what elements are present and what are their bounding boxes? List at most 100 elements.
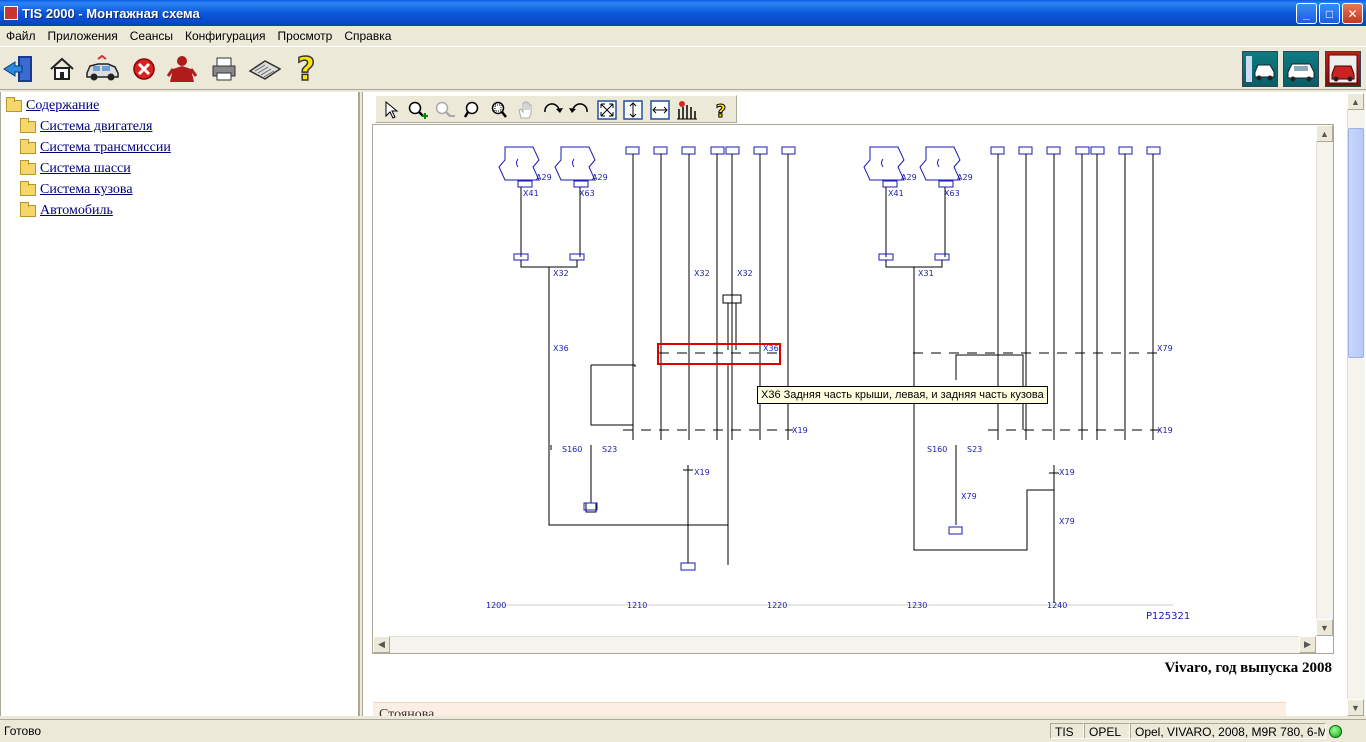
fit-to-window-icon[interactable] — [596, 99, 618, 121]
open-folder-icon — [6, 97, 22, 112]
user-icon[interactable] — [166, 53, 198, 85]
diagram-label: X79 — [1157, 344, 1173, 353]
folder-icon — [20, 202, 36, 217]
next-section-text: Стоянова — [379, 707, 435, 716]
status-bar: Готово TIS OPEL Opel, VIVARO, 2008, M9R … — [0, 719, 1366, 742]
folder-icon — [20, 139, 36, 154]
diagram-label: X63 — [944, 189, 960, 198]
diagram-label: X19 — [1059, 468, 1075, 477]
pointer-icon[interactable] — [380, 99, 402, 121]
zoom-icon[interactable] — [462, 99, 484, 121]
diagram-label: X79 — [961, 492, 977, 501]
svg-text:?: ? — [716, 101, 726, 120]
pane-scroll-down-button[interactable]: ▼ — [1347, 699, 1364, 716]
minimize-button[interactable]: _ — [1296, 3, 1317, 24]
pane-scroll-up-button[interactable]: ▲ — [1347, 93, 1364, 110]
close-button[interactable]: ✕ — [1342, 3, 1363, 24]
rotate-left-icon[interactable] — [568, 99, 590, 121]
zoom-out-disabled-icon[interactable] — [434, 99, 456, 121]
connection-status-icon — [1329, 725, 1342, 738]
diagram-scroll-right-button[interactable]: ▶ — [1299, 636, 1316, 653]
menu-sessions[interactable]: Сеансы — [129, 28, 173, 43]
ruler-mark: 1230 — [907, 601, 927, 610]
diagram-label: X36 — [763, 344, 779, 353]
next-section-bar: Стоянова — [373, 702, 1286, 716]
diagram-scroll-left-button[interactable]: ◀ — [373, 636, 390, 653]
diagram-scroll-up-button[interactable]: ▲ — [1316, 125, 1333, 142]
contents-tree — [0, 92, 360, 716]
diagram-help-icon[interactable]: ? — [710, 99, 732, 121]
app-icon[interactable] — [4, 6, 18, 20]
diagram-label: X31 — [918, 269, 934, 278]
menu-configuration[interactable]: Конфигурация — [185, 28, 266, 43]
menu-file[interactable]: Файл — [6, 28, 36, 43]
diagram-label: X63 — [579, 189, 595, 198]
ruler-mark: 1220 — [767, 601, 787, 610]
diagram-label: X36 — [553, 344, 569, 353]
menu-view[interactable]: Просмотр — [277, 28, 333, 43]
tree-root-contents[interactable]: Содержание — [6, 97, 99, 114]
diagram-scroll-down-button[interactable]: ▼ — [1316, 619, 1333, 636]
diagram-label: S23 — [967, 445, 982, 454]
status-app: TIS — [1050, 723, 1084, 739]
tree-item-transmission[interactable]: Система трансмиссии — [20, 139, 171, 156]
tree-item-engine[interactable]: Система двигателя — [20, 118, 152, 135]
folder-icon — [20, 160, 36, 175]
diagram-label: A29 — [957, 173, 973, 182]
diagram-label: S160 — [927, 445, 947, 454]
connector-tooltip: X36 Задняя часть крыши, левая, и задняя … — [757, 386, 1048, 404]
vehicle-caption: Vivaro, год выпуска 2008 — [1164, 660, 1333, 676]
pan-hand-disabled-icon[interactable] — [515, 99, 537, 121]
diagram-vertical-scrollbar[interactable] — [1316, 125, 1333, 636]
diagram-label: X41 — [888, 189, 904, 198]
drawing-id: P125321 — [1146, 611, 1190, 622]
fit-height-icon[interactable] — [622, 99, 644, 121]
status-text: Готово — [4, 724, 42, 738]
highlight-circuit-icon[interactable] — [676, 99, 698, 121]
svg-text:?: ? — [297, 53, 316, 85]
diagram-label: A29 — [536, 173, 552, 182]
ruler-mark: 1200 — [486, 601, 506, 610]
tree-item-vehicle[interactable]: Автомобиль — [20, 202, 113, 219]
title-bar: TIS 2000 - Монтажная схема _ □ ✕ — [0, 0, 1366, 26]
maximize-button[interactable]: □ — [1319, 3, 1340, 24]
diagram-horizontal-scrollbar[interactable] — [373, 636, 1316, 653]
diagram-label: X32 — [553, 269, 569, 278]
print-icon[interactable] — [208, 53, 240, 85]
stop-icon[interactable] — [128, 53, 160, 85]
status-vehicle: Opel, VIVARO, 2008, M9R 780, 6-MT — [1130, 723, 1326, 739]
pane-scroll-thumb[interactable] — [1348, 128, 1364, 358]
menu-applications[interactable]: Приложения — [47, 28, 118, 43]
status-brand: OPEL — [1084, 723, 1130, 739]
keyboard-icon[interactable] — [247, 53, 283, 85]
main-toolbar: ? — [0, 46, 1366, 90]
diagnostics-car-icon[interactable] — [1242, 51, 1278, 87]
workshop-car-icon[interactable] — [1325, 51, 1361, 87]
highlighted-connector-x36[interactable] — [657, 343, 781, 365]
ruler-mark: 1210 — [627, 601, 647, 610]
wiring-diagram[interactable]: A29 A29 X41 X63 X32 X36 S160 S23 X19 X32… — [373, 125, 1316, 635]
tree-item-chassis[interactable]: Система шасси — [20, 160, 131, 177]
service-car-icon[interactable] — [1283, 51, 1319, 87]
folder-icon — [20, 118, 36, 133]
zoom-in-icon[interactable] — [407, 99, 429, 121]
menu-help[interactable]: Справка — [344, 28, 392, 43]
diagram-label: S160 — [562, 445, 582, 454]
zoom-area-icon[interactable] — [488, 99, 510, 121]
diagram-label: X19 — [1157, 426, 1173, 435]
diagram-label: X32 — [694, 269, 710, 278]
rotate-right-icon[interactable] — [542, 99, 564, 121]
diagram-label: X41 — [523, 189, 539, 198]
diagram-label: X19 — [694, 468, 710, 477]
tree-item-body[interactable]: Система кузова — [20, 181, 133, 198]
diagram-label: S23 — [602, 445, 617, 454]
fit-width-icon[interactable] — [649, 99, 671, 121]
vehicle-icon[interactable] — [84, 53, 120, 85]
folder-icon — [20, 181, 36, 196]
home-icon[interactable] — [46, 53, 78, 85]
diagram-label: A29 — [901, 173, 917, 182]
help-icon[interactable]: ? — [290, 53, 322, 85]
menu-bar: Файл Приложения Сеансы Конфигурация Прос… — [0, 26, 1366, 45]
exit-icon[interactable] — [2, 53, 34, 85]
window-title: TIS 2000 - Монтажная схема — [22, 5, 200, 21]
